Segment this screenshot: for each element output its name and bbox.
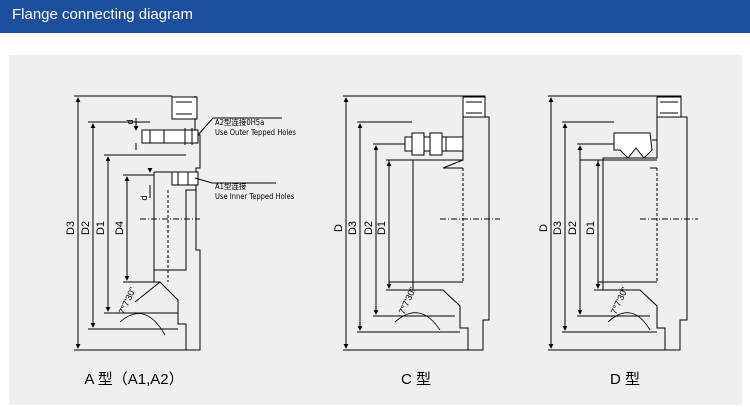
clamp-d (613, 132, 653, 159)
dim-label-c-d3: D3 (347, 221, 359, 235)
dim-label-a-d4: D4 (114, 221, 126, 235)
dim-label-d-d2: D2 (567, 221, 579, 235)
boss-a-top (171, 96, 198, 120)
caption-a: A 型（A1,A2） (84, 371, 183, 388)
page-title: Flange connecting diagram (12, 6, 193, 23)
diagram-c (343, 95, 500, 351)
dim-label-a-small-d-2: d (139, 195, 149, 200)
dim-label-d-d3: D3 (552, 221, 564, 235)
flange-d-outline (602, 95, 688, 351)
callout-a1-code: A1型连接 (215, 181, 247, 191)
boss-d-top (656, 96, 682, 118)
header-bar: Flange connecting diagram (0, 0, 750, 33)
bolt-a2 (141, 129, 199, 144)
flange-a-outline (153, 96, 201, 351)
diagram-a (74, 95, 282, 351)
dim-label-d-d: D (538, 224, 550, 232)
dim-label-c-d1: D1 (376, 221, 388, 235)
dim-label-a-d1: D1 (95, 221, 107, 235)
bolt-a1 (171, 171, 199, 186)
boss-c-top (462, 96, 486, 118)
dim-label-c-d: D (333, 224, 345, 232)
caption-c: C 型 (401, 371, 431, 388)
caption-d: D 型 (610, 371, 640, 388)
flange-c-outline (412, 95, 490, 351)
callout-a2-code: A2型连接0H5a (215, 117, 264, 127)
angle-label-a: 7°7'30" (117, 286, 138, 316)
diagram-d (548, 95, 698, 351)
dim-label-a-d2: D2 (80, 221, 92, 235)
dim-label-c-d2: D2 (363, 221, 375, 235)
dim-label-a-d3: D3 (65, 221, 77, 235)
callout-a2-desc: Use Outer Tepped Holes (215, 128, 296, 137)
dim-label-d-d1: D1 (585, 221, 597, 235)
dim-label-a-small-d-1: d (125, 119, 135, 124)
callout-a1-desc: Use Inner Tepped Holes (215, 192, 295, 201)
